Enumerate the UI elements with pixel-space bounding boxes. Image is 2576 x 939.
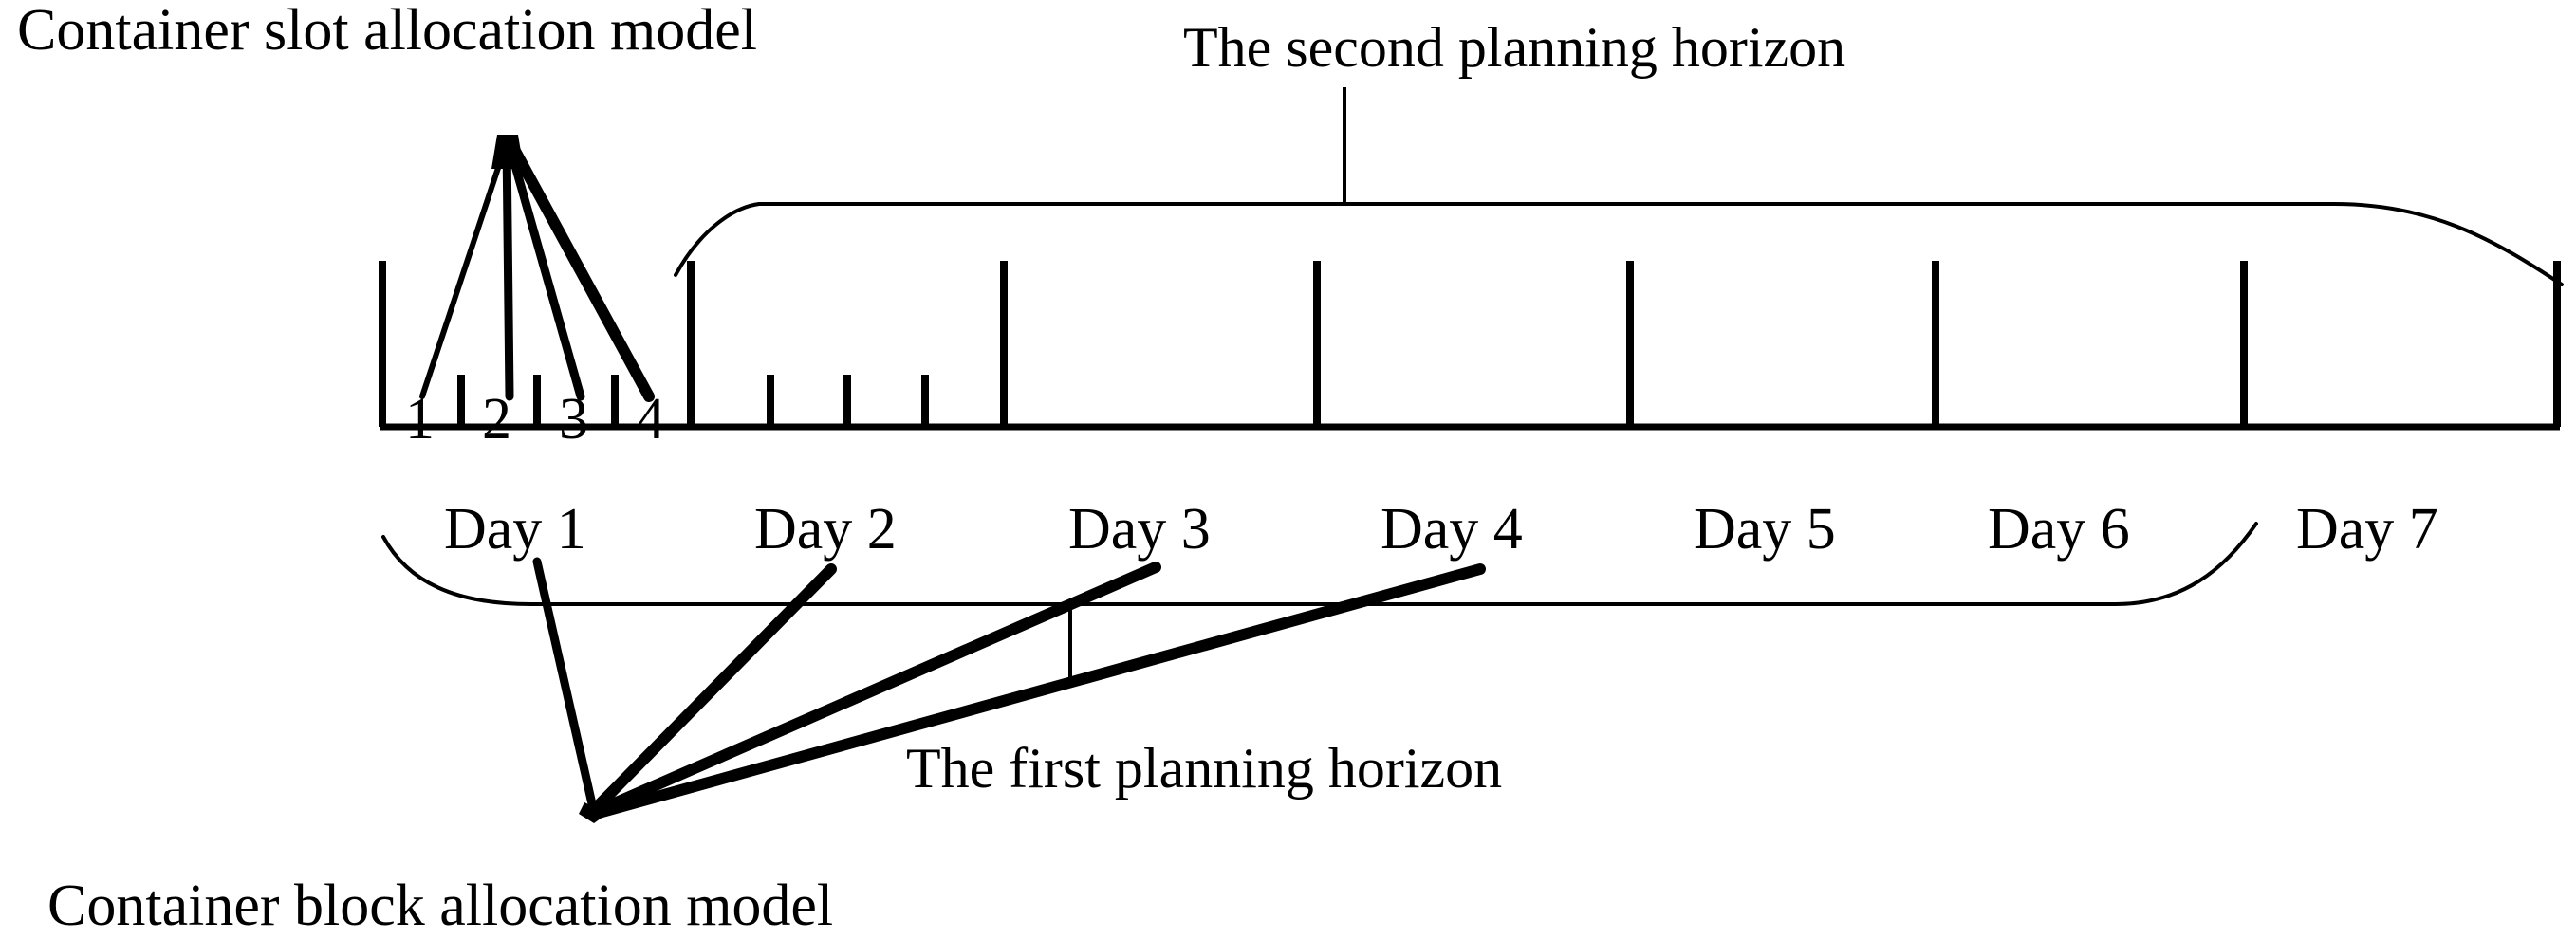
day-label-group: Day 1 Day 2 Day 3 Day 4 Day 5 Day 6 Day … xyxy=(444,497,2438,562)
slot-number-2: 2 xyxy=(482,387,511,451)
slot-number-3: 3 xyxy=(559,387,588,451)
top-model-title: Container slot allocation model xyxy=(17,0,757,63)
day-label-5: Day 5 xyxy=(1694,497,1836,562)
day-label-4: Day 4 xyxy=(1381,497,1523,562)
slot-number-group: 1 2 3 4 xyxy=(405,387,665,451)
lower-brace xyxy=(381,522,2258,606)
day-label-7: Day 7 xyxy=(2296,497,2438,562)
second-planning-horizon-label: The second planning horizon xyxy=(1183,16,1845,79)
slot-number-1: 1 xyxy=(405,387,435,451)
bottom-model-title: Container block allocation model xyxy=(47,874,833,938)
upper-brace xyxy=(674,202,2564,286)
first-planning-horizon-label: The first planning horizon xyxy=(906,737,1502,800)
day-label-6: Day 6 xyxy=(1988,497,2130,562)
day-label-2: Day 2 xyxy=(754,497,897,562)
block-allocation-fan xyxy=(532,557,1486,823)
block-fan-apex-node xyxy=(579,802,607,823)
slot-allocation-fan xyxy=(419,135,655,402)
day-label-3: Day 3 xyxy=(1068,497,1211,562)
day-label-1: Day 1 xyxy=(444,497,586,562)
fan-apex-node xyxy=(491,135,524,169)
timeline-axis xyxy=(379,261,2561,431)
slot-number-4: 4 xyxy=(636,387,665,451)
